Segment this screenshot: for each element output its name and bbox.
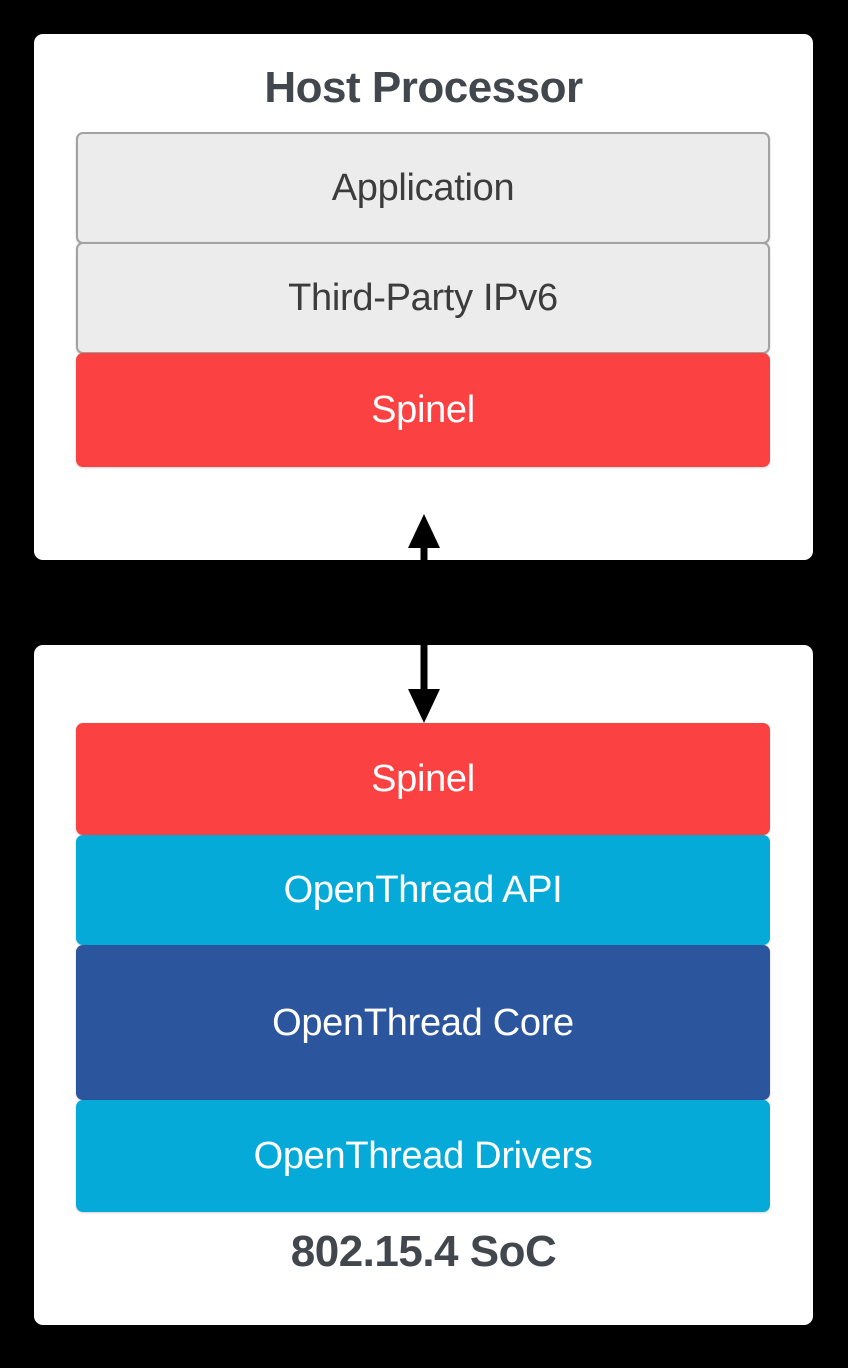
host-processor-title: Host Processor bbox=[264, 63, 583, 112]
layer-application: Application bbox=[76, 132, 770, 244]
layer-openthread-drivers: OpenThread Drivers bbox=[76, 1100, 770, 1212]
soc-layer-stack: Spinel OpenThread API OpenThread Core Op… bbox=[76, 723, 771, 1212]
soc-title: 802.15.4 SoC bbox=[290, 1227, 557, 1276]
layer-soc-spinel: Spinel bbox=[76, 723, 770, 835]
soc-panel: Spinel OpenThread API OpenThread Core Op… bbox=[34, 641, 813, 1325]
host-processor-panel: Host Processor Application Third-Party I… bbox=[34, 34, 813, 596]
layer-third-party-ipv6: Third-Party IPv6 bbox=[76, 242, 770, 354]
layer-soc-spinel-label: Spinel bbox=[371, 758, 475, 800]
spinel-arrow-down-icon bbox=[404, 641, 444, 725]
layer-host-spinel-label: Spinel bbox=[371, 389, 475, 431]
host-processor-layer-stack: Application Third-Party IPv6 Spinel bbox=[76, 132, 771, 467]
layer-openthread-core-label: OpenThread Core bbox=[272, 1001, 574, 1044]
layer-openthread-drivers-label: OpenThread Drivers bbox=[253, 1135, 593, 1177]
layer-openthread-api-label: OpenThread API bbox=[283, 869, 563, 911]
spinel-arrow-up-icon bbox=[404, 514, 444, 596]
layer-openthread-api: OpenThread API bbox=[76, 835, 770, 945]
layer-host-spinel: Spinel bbox=[76, 353, 770, 467]
layer-third-party-ipv6-label: Third-Party IPv6 bbox=[288, 277, 558, 319]
layer-application-label: Application bbox=[331, 167, 515, 209]
layer-openthread-core: OpenThread Core bbox=[76, 945, 770, 1100]
